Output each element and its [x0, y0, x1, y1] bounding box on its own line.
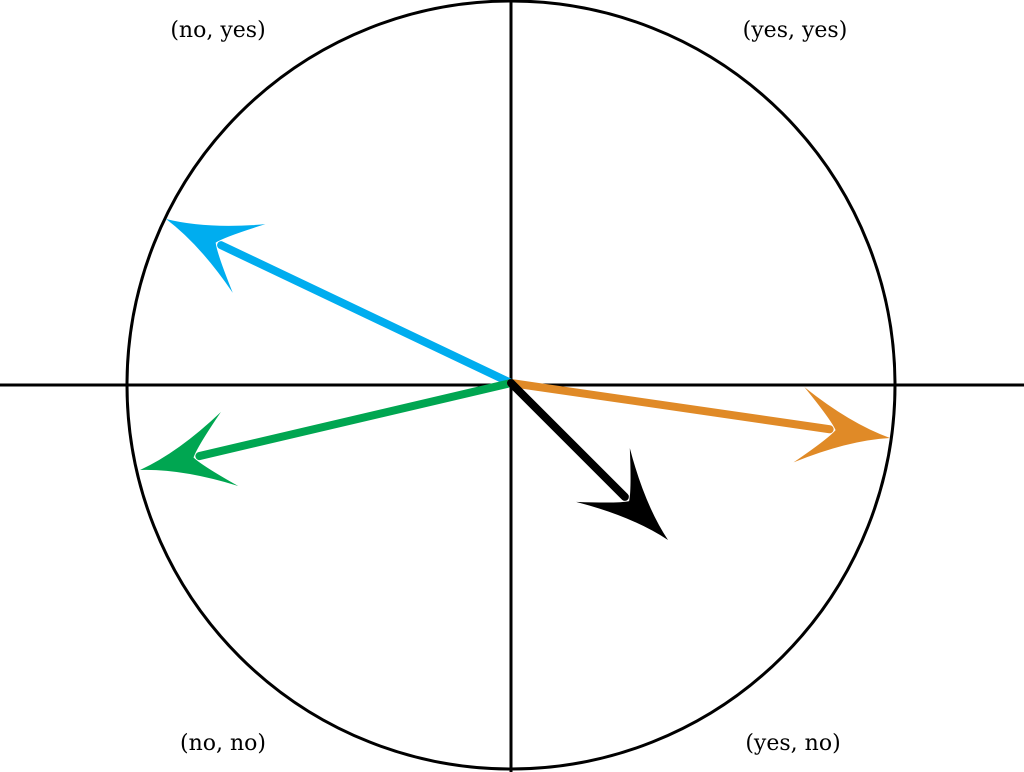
arrow-black-head: [576, 448, 668, 540]
quadrant-label-top-right: (yes, yes): [743, 18, 848, 43]
quadrant-label-bottom-right: (yes, no): [745, 731, 840, 756]
arrow-blue-shaft: [217, 241, 515, 387]
arrow-blue: [166, 219, 515, 387]
quadrant-label-bottom-left: (no, no): [180, 731, 266, 756]
arrow-green-shaft: [195, 379, 515, 461]
arrow-orange-shaft: [507, 379, 834, 434]
arrow-black: [507, 379, 668, 540]
arrow-green: [140, 379, 515, 486]
arrow-orange: [507, 379, 890, 463]
arrow-blue-head: [166, 219, 266, 293]
arrow-orange-head: [793, 387, 890, 463]
arrow-layer: [140, 219, 890, 540]
arrow-green-head: [140, 411, 239, 486]
quadrant-label-top-left: (no, yes): [170, 18, 265, 43]
arrow-black-shaft: [507, 379, 629, 501]
